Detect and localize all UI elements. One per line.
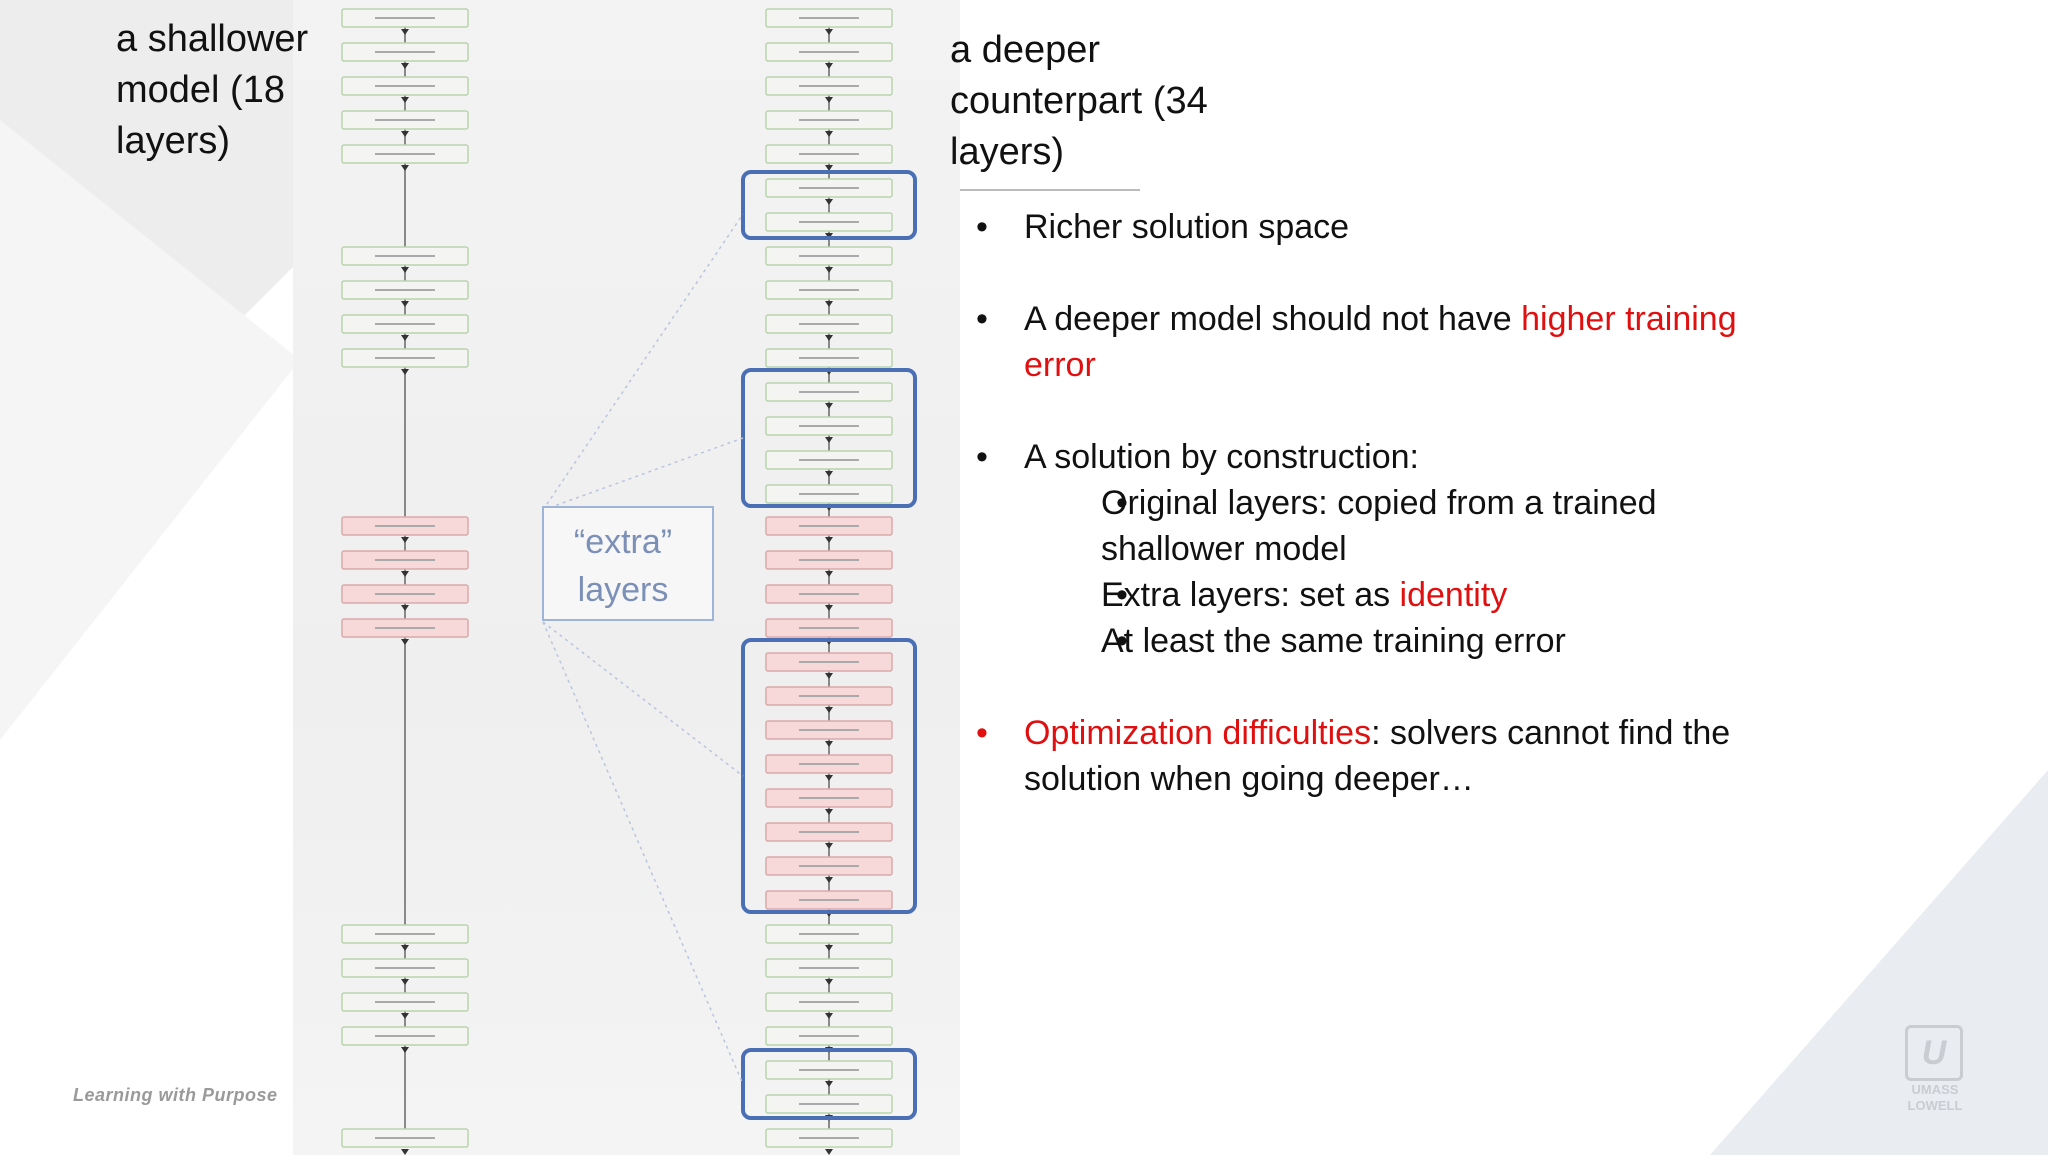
logo-text-1: UMASS — [1911, 1082, 1959, 1097]
arrow-head — [825, 945, 833, 951]
sub-bullet-text: At least the same training error — [1101, 622, 1566, 660]
arrow-head — [401, 537, 409, 543]
arrow-head — [401, 945, 409, 951]
bullet-text: Richer solution space — [1024, 208, 1350, 246]
bullet-text: A solution by construction: — [1024, 438, 1420, 476]
extra-label-box — [542, 506, 714, 621]
arrow-head — [401, 1047, 409, 1053]
arrow-head — [825, 1149, 833, 1155]
arrow-head — [401, 605, 409, 611]
sub-bullet-same-error: • At least the same training error — [1024, 618, 1800, 664]
arrow-head — [825, 979, 833, 985]
bullet-higher-error: • A deeper model should not have higher … — [960, 296, 1800, 388]
shallow-model-title: a shallower model (18 layers) — [116, 18, 309, 162]
bullet-dot: • — [976, 208, 988, 246]
arrow-head — [825, 335, 833, 341]
arrow-head — [401, 29, 409, 35]
arrow-head — [401, 335, 409, 341]
extra-layers-frame — [741, 1048, 917, 1120]
sub-bullet-highlight: identity — [1399, 576, 1508, 614]
arrow-head — [825, 199, 833, 205]
title-divider — [960, 189, 1140, 191]
arrow-head — [825, 877, 833, 883]
sub-bullet-text: Original layers: copied from a trained s… — [1101, 484, 1657, 568]
sub-bullet-extra: • Extra layers: set as identity — [1024, 572, 1800, 618]
sub-bullet-dot: • — [1116, 576, 1128, 614]
sub-bullet-dot: • — [1116, 622, 1128, 660]
arrow-head — [401, 369, 409, 375]
sub-bullet-original: • Original layers: copied from a trained… — [1024, 480, 1800, 572]
dashed-connector — [542, 437, 744, 511]
sub-bullet-list: • Original layers: copied from a trained… — [1024, 480, 1800, 664]
arrow-head — [401, 97, 409, 103]
arrow-head — [401, 131, 409, 137]
bullet-dot: • — [976, 300, 988, 338]
extra-label-line2: layers — [578, 571, 669, 609]
arrow-head — [825, 131, 833, 137]
arrow-head — [401, 63, 409, 69]
arrow-head — [401, 165, 409, 171]
extra-layers-frame — [741, 170, 917, 240]
sub-bullet-dot: • — [1116, 484, 1128, 522]
arrow-head — [825, 673, 833, 679]
footer-tagline: Learning with Purpose — [73, 1085, 278, 1105]
arrow-head — [825, 437, 833, 443]
deeper-model-title: a deeper counterpart (34 layers) — [950, 29, 1208, 173]
bullet-richer: • Richer solution space — [960, 204, 1800, 250]
arrow-head — [825, 471, 833, 477]
bullet-highlight: Optimization difficulties — [1024, 714, 1372, 752]
bullet-dot: • — [976, 438, 988, 476]
extra-label-line1: “extra” — [574, 523, 672, 561]
university-logo: U UMASS LOWELL — [1905, 1025, 1965, 1113]
dashed-connector — [542, 621, 744, 1085]
dashed-connector — [542, 213, 744, 511]
resnet-comparison-figure: “extra” layers — [293, 0, 960, 1155]
arrow-head — [825, 537, 833, 543]
arrow-head — [825, 707, 833, 713]
layer-stack-diagram: “extra” layers — [341, 8, 917, 1155]
arrow-head — [825, 741, 833, 747]
dashed-connector — [542, 621, 744, 777]
arrow-head — [401, 639, 409, 645]
arrow-head — [401, 267, 409, 273]
bullet-dot: • — [976, 714, 988, 752]
bullet-optimization: • Optimization difficulties: solvers can… — [960, 710, 1800, 802]
arrow-head — [401, 979, 409, 985]
sub-bullet-text: Extra layers: set as — [1101, 576, 1400, 614]
arrow-head — [401, 301, 409, 307]
arrow-head — [825, 63, 833, 69]
arrow-head — [825, 29, 833, 35]
arrow-head — [825, 1013, 833, 1019]
arrow-head — [401, 1149, 409, 1155]
arrow-head — [825, 571, 833, 577]
arrow-head — [825, 403, 833, 409]
arrow-head — [401, 1013, 409, 1019]
arrow-head — [825, 843, 833, 849]
arrow-head — [401, 571, 409, 577]
arrow-head — [825, 267, 833, 273]
arrow-head — [825, 809, 833, 815]
bullet-construction: • A solution by construction: • Original… — [960, 434, 1800, 664]
bullet-highlight: higher training error — [1024, 300, 1737, 384]
logo-text-2: LOWELL — [1907, 1098, 1963, 1113]
bullet-text: A deeper model should not have — [1024, 300, 1522, 338]
bullet-text: : solvers cannot find the solution when … — [1024, 714, 1731, 798]
arrow-head — [825, 605, 833, 611]
bullet-list: • Richer solution space • A deeper model… — [960, 200, 1800, 802]
arrow-head — [825, 775, 833, 781]
arrow-head — [825, 97, 833, 103]
arrow-head — [825, 165, 833, 171]
logo-mark: U — [1905, 1025, 1963, 1081]
arrow-head — [825, 301, 833, 307]
arrow-head — [825, 1081, 833, 1087]
